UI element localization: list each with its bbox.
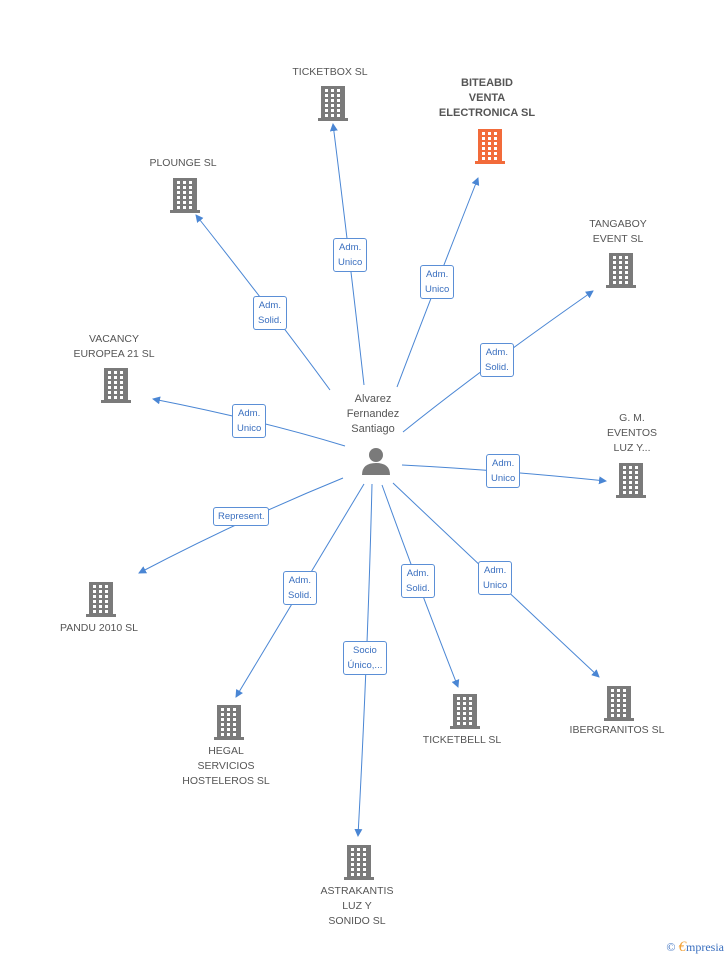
company-name-astrakantis[interactable]: ASTRAKANTIS LUZ Y SONIDO SL: [320, 885, 394, 927]
relation-label-vacancy: Adm. Unico: [232, 404, 267, 438]
company-name-hegal[interactable]: HEGAL SERVICIOS HOSTELEROS SL: [182, 745, 270, 787]
company-building-icon[interactable]: [603, 684, 635, 722]
footer-brand: © €mpresia: [666, 939, 724, 956]
company-building-icon[interactable]: [85, 580, 117, 618]
company-building-icon[interactable]: [169, 176, 201, 214]
company-building-icon[interactable]: [605, 251, 637, 289]
relation-edge-pandu: [138, 477, 344, 574]
company-name-ibergranitos[interactable]: IBERGRANITOS SL: [569, 724, 665, 736]
brand-logo-e: €: [678, 939, 687, 955]
company-building-icon[interactable]: [317, 84, 349, 122]
company-name-biteabid[interactable]: BITEABID VENTA ELECTRONICA SL: [438, 77, 536, 119]
company-name-ticketbox[interactable]: TICKETBOX SL: [292, 66, 368, 78]
company-building-icon[interactable]: [343, 843, 375, 881]
company-name-tangaboy[interactable]: TANGABOY EVENT SL: [589, 218, 647, 245]
person-name[interactable]: Alvarez Fernandez Santiago: [346, 393, 400, 435]
copyright-symbol: ©: [666, 940, 676, 954]
relation-label-astrakantis: Socio Único,...: [342, 641, 388, 675]
company-building-icon[interactable]: [449, 692, 481, 730]
relation-label-ticketbell: Adm. Solid.: [401, 564, 435, 598]
company-name-ticketbell[interactable]: TICKETBELL SL: [422, 734, 502, 746]
company-building-icon[interactable]: [615, 461, 647, 499]
company-building-icon[interactable]: [213, 703, 245, 741]
company-building-icon[interactable]: [100, 366, 132, 404]
relation-label-tangaboy: Adm. Solid.: [480, 343, 514, 377]
company-building-icon[interactable]: [474, 127, 506, 165]
relation-label-biteabid: Adm. Unico: [420, 265, 455, 299]
brand-name: mpresia: [686, 940, 724, 954]
company-name-gm[interactable]: G. M. EVENTOS LUZ Y...: [607, 412, 657, 454]
relation-label-pandu: Represent.: [213, 506, 270, 526]
company-name-vacancy[interactable]: VACANCY EUROPEA 21 SL: [73, 333, 155, 360]
relation-label-hegal: Adm. Solid.: [283, 571, 317, 605]
relation-label-ibergranitos: Adm. Unico: [478, 561, 513, 595]
relation-label-plounge: Adm. Solid.: [253, 296, 287, 330]
company-name-pandu[interactable]: PANDU 2010 SL: [59, 622, 138, 634]
relation-label-gm: Adm. Unico: [486, 454, 521, 488]
company-name-plounge[interactable]: PLOUNGE SL: [149, 157, 217, 169]
relation-label-ticketbox: Adm. Unico: [333, 238, 368, 272]
person-icon[interactable]: [360, 446, 392, 476]
